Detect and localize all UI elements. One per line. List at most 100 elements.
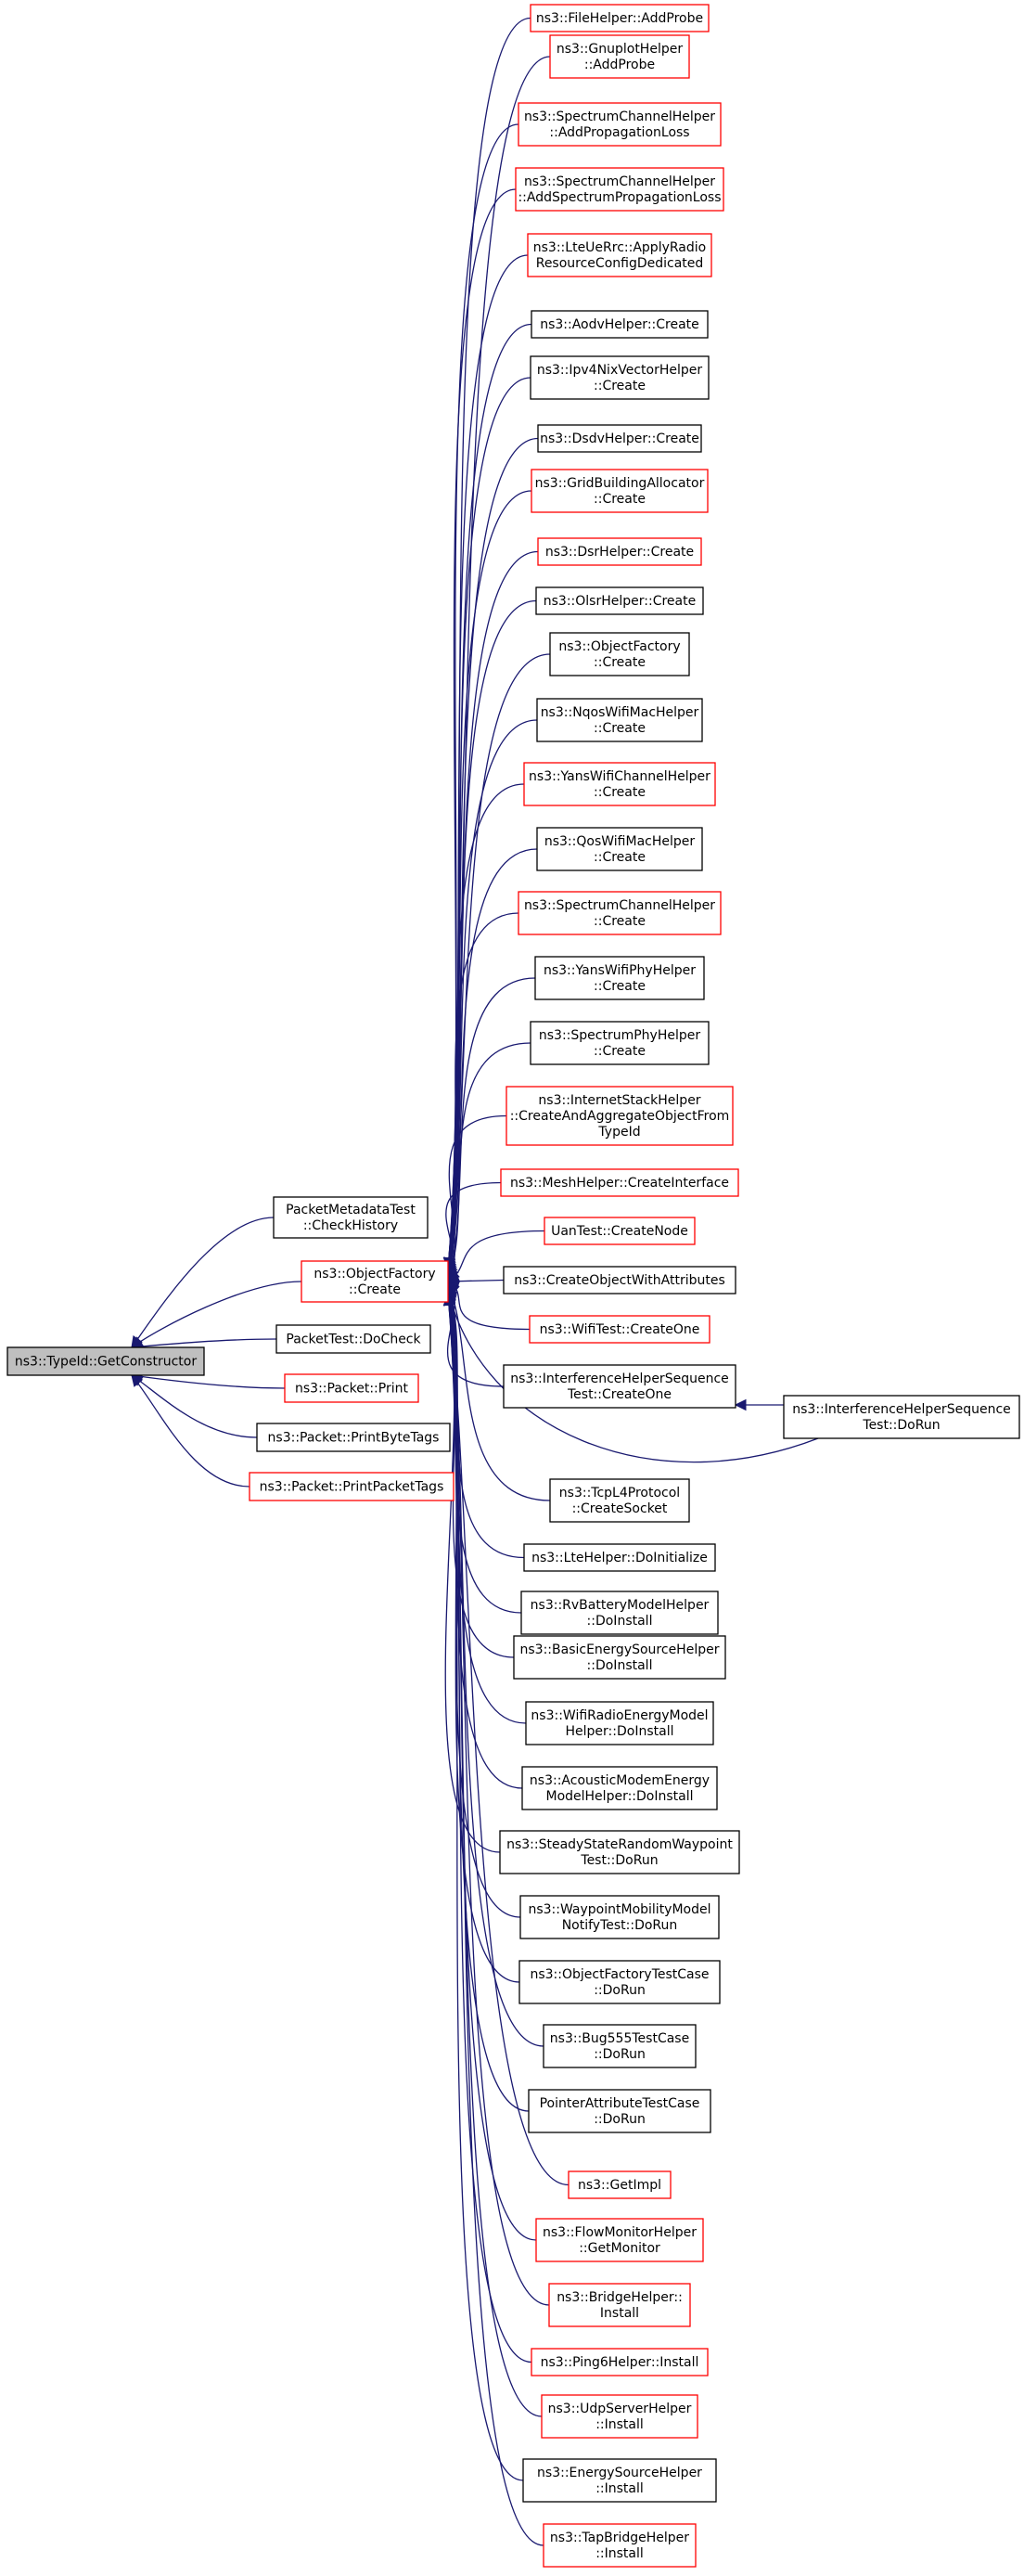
node-c27[interactable]: ns3::BasicEnergySourceHelper::DoInstall — [513, 1635, 726, 1680]
node-label-line: ns3::FileHelper::AddProbe — [536, 11, 703, 26]
node-label-line: ns3::WifiRadioEnergyModel — [531, 1708, 708, 1723]
node-c7[interactable]: ns3::DsdvHelper::Create — [537, 424, 702, 453]
node-c8[interactable]: ns3::GridBuildingAllocator::Create — [531, 469, 709, 513]
node-label-line: ns3::AodvHelper::Create — [540, 317, 699, 332]
node-c24[interactable]: ns3::TcpL4Protocol::CreateSocket — [549, 1478, 690, 1523]
node-label-line: ::CheckHistory — [303, 1218, 398, 1233]
node-c40[interactable]: ns3::EnergySourceHelper::Install — [522, 2458, 717, 2503]
node-label-line: ns3::InternetStackHelper — [538, 1093, 700, 1108]
node-c2[interactable]: ns3::SpectrumChannelHelper::AddPropagati… — [518, 102, 722, 147]
node-box — [6, 1346, 205, 1376]
node-pppt[interactable]: ns3::Packet::PrintPacketTags — [249, 1472, 454, 1501]
node-far[interactable]: ns3::InterferenceHelperSequenceTest::DoR… — [783, 1395, 1020, 1439]
node-label-line: ns3::TapBridgeHelper — [550, 2531, 689, 2545]
node-label-line: ns3::YansWifiChannelHelper — [529, 769, 710, 784]
node-c0[interactable]: ns3::FileHelper::AddProbe — [530, 4, 710, 32]
node-c32[interactable]: ns3::ObjectFactoryTestCase::DoRun — [518, 1960, 721, 2004]
node-label-line: ::DoRun — [594, 1983, 646, 1998]
node-c3[interactable]: ns3::SpectrumChannelHelper::AddSpectrumP… — [515, 167, 724, 212]
node-ptd[interactable]: PacketTest::DoCheck — [275, 1324, 431, 1354]
node-c20[interactable]: UanTest::CreateNode — [544, 1217, 696, 1245]
node-ppbt[interactable]: ns3::Packet::PrintByteTags — [256, 1423, 451, 1452]
node-box — [499, 1830, 740, 1874]
node-c12[interactable]: ns3::NqosWifiMacHelper::Create — [536, 698, 703, 742]
node-box — [523, 762, 716, 806]
node-box — [535, 2218, 704, 2262]
node-label-line: TypeId — [597, 1125, 640, 1140]
node-label-line: ns3::SteadyStateRandomWaypoint — [506, 1837, 733, 1852]
node-c38[interactable]: ns3::Ping6Helper::Install — [531, 2348, 709, 2376]
edge-c34-to-of — [447, 1294, 530, 2112]
edge-pppt-to-root — [131, 1374, 250, 1488]
node-c22[interactable]: ns3::WifiTest::CreateOne — [529, 1315, 710, 1344]
node-box — [531, 2348, 709, 2376]
node-label-line: ns3::OlsrHelper::Create — [544, 594, 696, 609]
node-label-line: Test::CreateOne — [567, 1387, 672, 1402]
node-label-line: ns3::WifiTest::CreateOne — [540, 1322, 700, 1337]
node-c9[interactable]: ns3::DsrHelper::Create — [537, 537, 702, 566]
node-c17[interactable]: ns3::SpectrumPhyHelper::Create — [530, 1021, 710, 1065]
node-label-line: ::Create — [594, 721, 646, 736]
node-label-line: ::Create — [594, 850, 646, 865]
node-c14[interactable]: ns3::QosWifiMacHelper::Create — [536, 827, 703, 871]
edge-pp-to-root — [131, 1374, 286, 1389]
node-c30[interactable]: ns3::SteadyStateRandomWaypointTest::DoRu… — [499, 1830, 740, 1874]
node-box — [520, 1591, 719, 1635]
node-box — [529, 1315, 710, 1344]
node-label-line: ns3::GridBuildingAllocator — [535, 476, 705, 491]
node-c23[interactable]: ns3::InterferenceHelperSequenceTest::Cre… — [503, 1364, 736, 1409]
node-c29[interactable]: ns3::AcousticModemEnergyModelHelper::DoI… — [521, 1766, 718, 1810]
node-label-line: ns3::ObjectFactory — [314, 1267, 435, 1282]
node-label-line: ::Create — [594, 785, 646, 800]
node-label-line: ::Create — [594, 492, 646, 507]
node-c1[interactable]: ns3::GnuplotHelper::AddProbe — [549, 34, 690, 79]
edge-far-to-of — [447, 1290, 819, 1463]
node-c35[interactable]: ns3::GetImpl — [568, 2170, 672, 2199]
node-label-line: ns3::EnergySourceHelper — [537, 2466, 702, 2480]
node-box — [515, 167, 724, 212]
node-c15[interactable]: ns3::SpectrumChannelHelper::Create — [518, 891, 722, 935]
node-label-line: ::DoInstall — [587, 1658, 653, 1673]
node-c19[interactable]: ns3::MeshHelper::CreateInterface — [500, 1168, 739, 1197]
node-box — [530, 355, 710, 400]
node-label-line: ::DoRun — [594, 2112, 646, 2127]
node-c25[interactable]: ns3::LteHelper::DoInitialize — [523, 1543, 716, 1572]
node-c5[interactable]: ns3::AodvHelper::Create — [531, 310, 709, 339]
node-label-line: ns3::CreateObjectWithAttributes — [514, 1273, 725, 1288]
node-box — [535, 586, 704, 615]
node-c39[interactable]: ns3::UdpServerHelper::Install — [541, 2394, 698, 2439]
node-of[interactable]: ns3::ObjectFactory::Create — [301, 1260, 449, 1303]
node-label-line: ns3::SpectrumPhyHelper — [539, 1028, 700, 1043]
node-c28[interactable]: ns3::WifiRadioEnergyModelHelper::DoInsta… — [525, 1701, 714, 1745]
node-c36[interactable]: ns3::FlowMonitorHelper::GetMonitor — [535, 2218, 704, 2262]
node-c33[interactable]: ns3::Bug555TestCase::DoRun — [543, 2024, 697, 2068]
node-box — [531, 310, 709, 339]
node-c4[interactable]: ns3::LteUeRrc::ApplyRadioResourceConfigD… — [527, 233, 712, 277]
node-c26[interactable]: ns3::RvBatteryModelHelper::DoInstall — [520, 1591, 719, 1635]
node-label-line: ns3::Ipv4NixVectorHelper — [537, 363, 703, 378]
node-box — [249, 1472, 454, 1501]
node-c6[interactable]: ns3::Ipv4NixVectorHelper::Create — [530, 355, 710, 400]
node-label-line: ns3::MeshHelper::CreateInterface — [510, 1176, 729, 1191]
node-label-line: PacketMetadataTest — [286, 1203, 416, 1217]
node-label-line: PointerAttributeTestCase — [540, 2096, 700, 2111]
node-c31[interactable]: ns3::WaypointMobilityModelNotifyTest::Do… — [519, 1895, 720, 1939]
node-c10[interactable]: ns3::OlsrHelper::Create — [535, 586, 704, 615]
node-c11[interactable]: ns3::ObjectFactory::Create — [549, 632, 690, 676]
node-c34[interactable]: PointerAttributeTestCase::DoRun — [528, 2089, 711, 2133]
node-c13[interactable]: ns3::YansWifiChannelHelper::Create — [523, 762, 716, 806]
node-c21[interactable]: ns3::CreateObjectWithAttributes — [503, 1266, 736, 1294]
node-pmt[interactable]: PacketMetadataTest::CheckHistory — [273, 1196, 429, 1239]
node-c16[interactable]: ns3::YansWifiPhyHelper::Create — [534, 956, 705, 1000]
node-box — [543, 2024, 697, 2068]
node-label-line: NotifyTest::DoRun — [562, 1918, 678, 1933]
node-c18[interactable]: ns3::InternetStackHelper::CreateAndAggre… — [506, 1086, 734, 1146]
node-label-line: ns3::LteUeRrc::ApplyRadio — [533, 240, 706, 255]
node-pp[interactable]: ns3::Packet::Print — [284, 1373, 419, 1403]
node-box — [537, 537, 702, 566]
node-c37[interactable]: ns3::BridgeHelper::Install — [548, 2283, 691, 2327]
node-label-line: ns3::Ping6Helper::Install — [541, 2355, 699, 2370]
node-box — [543, 2523, 697, 2568]
node-box — [256, 1423, 451, 1452]
node-c41[interactable]: ns3::TapBridgeHelper::Install — [543, 2523, 697, 2568]
